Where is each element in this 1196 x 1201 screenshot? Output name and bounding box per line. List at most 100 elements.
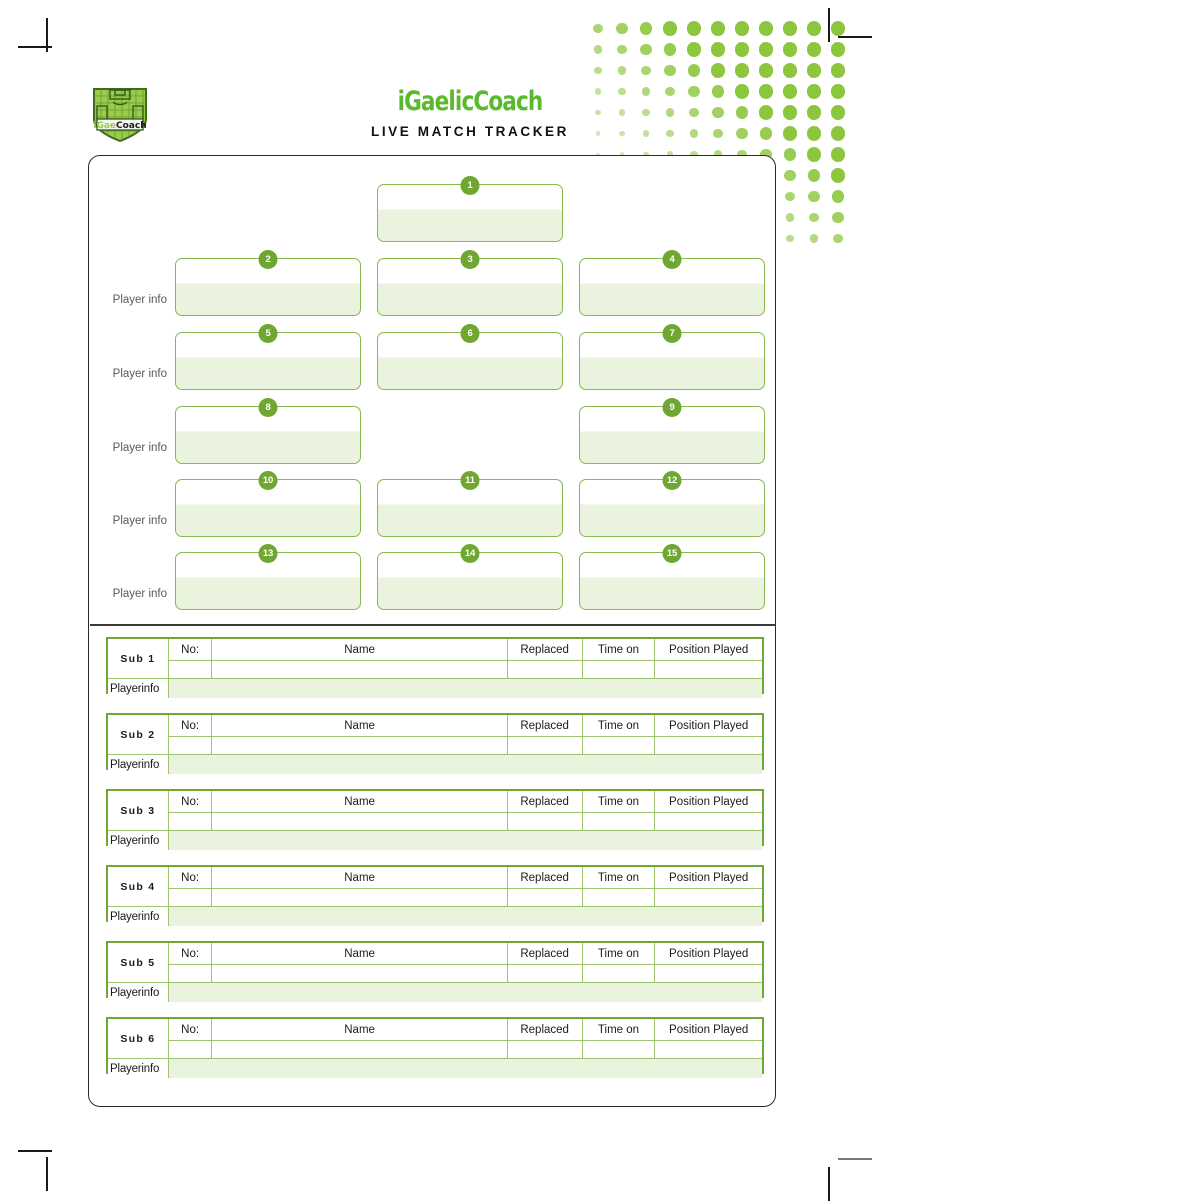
substitute-field-time-on[interactable] — [581, 736, 656, 755]
substitute-field-no[interactable] — [167, 964, 213, 983]
halftone-dot — [686, 42, 702, 57]
halftone-dot — [664, 64, 676, 77]
player-row: 1 — [89, 175, 777, 242]
substitute-field-replaced[interactable] — [506, 1040, 583, 1059]
substitute-label: Sub 6 — [108, 1019, 169, 1059]
halftone-dot — [830, 147, 846, 162]
substitute-player-info-field[interactable] — [167, 754, 762, 774]
substitute-column-header: Replaced — [506, 943, 583, 965]
halftone-dot — [832, 211, 844, 224]
substitute-field-replaced[interactable] — [506, 660, 583, 679]
player-info-label: Player info — [112, 294, 167, 306]
substitute-field-time-on[interactable] — [581, 812, 656, 831]
substitute-field-name[interactable] — [211, 964, 508, 983]
halftone-dot — [710, 21, 726, 36]
substitute-field-time-on[interactable] — [581, 660, 656, 679]
halftone-dot — [830, 63, 846, 78]
halftone-dot — [758, 21, 774, 36]
substitute-field-time-on[interactable] — [581, 888, 656, 907]
halftone-dot — [641, 65, 651, 76]
player-card-12[interactable]: 12 — [579, 470, 765, 537]
substitute-field-no[interactable] — [167, 1040, 213, 1059]
halftone-dot — [782, 63, 798, 78]
halftone-dot — [686, 21, 702, 36]
substitute-column-header: Replaced — [506, 639, 583, 661]
substitute-field-no[interactable] — [167, 660, 213, 679]
substitute-field-name[interactable] — [211, 660, 508, 679]
halftone-dot — [734, 21, 750, 36]
player-number-badge: 1 — [460, 175, 480, 195]
substitute-field-name[interactable] — [211, 1040, 508, 1059]
halftone-dot — [809, 234, 819, 243]
halftone-dot — [830, 42, 846, 57]
substitute-field-replaced[interactable] — [506, 964, 583, 983]
player-card-7[interactable]: 7 — [579, 323, 765, 390]
substitute-column-header: Name — [211, 867, 508, 889]
player-card-2[interactable]: 2 — [175, 249, 361, 316]
substitute-field-time-on[interactable] — [581, 964, 656, 983]
substitute-player-info-field[interactable] — [167, 830, 762, 850]
substitute-field-no[interactable] — [167, 888, 213, 907]
substitute-field-no[interactable] — [167, 812, 213, 831]
halftone-dot — [830, 21, 846, 36]
halftone-dot — [808, 190, 820, 203]
substitute-column-header: No: — [167, 867, 213, 889]
substitute-field-replaced[interactable] — [506, 812, 583, 831]
substitute-column-header: Name — [211, 639, 508, 661]
svg-text:iGaeCoach: iGaeCoach — [93, 121, 146, 131]
substitute-player-info-field[interactable] — [167, 906, 762, 926]
substitute-field-replaced[interactable] — [506, 888, 583, 907]
substitute-field-position-played[interactable] — [654, 888, 762, 907]
substitute-field-position-played[interactable] — [654, 660, 762, 679]
player-card-1[interactable]: 1 — [377, 175, 563, 242]
substitute-column-header: No: — [167, 1019, 213, 1041]
player-card-6[interactable]: 6 — [377, 323, 563, 390]
player-info-label: Player info — [112, 368, 167, 380]
player-info-label: Player info — [112, 588, 167, 600]
halftone-dot — [758, 42, 774, 57]
substitute-field-time-on[interactable] — [581, 1040, 656, 1059]
substitute-player-info-label: Playerinfo — [108, 906, 169, 926]
halftone-dot — [830, 84, 846, 99]
substitute-player-info-field[interactable] — [167, 1058, 762, 1078]
player-card-9[interactable]: 9 — [579, 397, 765, 464]
substitute-field-name[interactable] — [211, 888, 508, 907]
substitute-player-info-field[interactable] — [167, 982, 762, 1002]
player-card-10[interactable]: 10 — [175, 470, 361, 537]
player-number-badge: 10 — [258, 470, 278, 490]
player-card-5[interactable]: 5 — [175, 323, 361, 390]
player-card-8[interactable]: 8 — [175, 397, 361, 464]
player-info-label: Player info — [112, 515, 167, 527]
substitute-field-position-played[interactable] — [654, 736, 762, 755]
player-card-13[interactable]: 13 — [175, 543, 361, 610]
substitute-field-name[interactable] — [211, 812, 508, 831]
halftone-dot — [830, 126, 846, 141]
player-card-4[interactable]: 4 — [579, 249, 765, 316]
halftone-dot — [663, 43, 677, 56]
player-card-3[interactable]: 3 — [377, 249, 563, 316]
player-card-14[interactable]: 14 — [377, 543, 563, 610]
gaelic-pitch-shield-logo-icon: iGaeCoach — [90, 86, 150, 144]
substitute-field-position-played[interactable] — [654, 964, 762, 983]
substitute-label: Sub 4 — [108, 867, 169, 907]
player-number-badge: 11 — [460, 470, 480, 490]
halftone-dot — [806, 84, 822, 99]
substitute-column-header: Position Played — [654, 943, 762, 965]
halftone-dot — [617, 66, 627, 75]
halftone-dot — [831, 190, 845, 203]
player-card-15[interactable]: 15 — [579, 543, 765, 610]
substitute-field-replaced[interactable] — [506, 736, 583, 755]
substitute-field-name[interactable] — [211, 736, 508, 755]
halftone-dot — [710, 42, 726, 57]
player-card-11[interactable]: 11 — [377, 470, 563, 537]
substitute-player-info-field[interactable] — [167, 678, 762, 698]
substitute-column-header: Position Played — [654, 639, 762, 661]
substitute-field-position-played[interactable] — [654, 812, 762, 831]
substitute-field-no[interactable] — [167, 736, 213, 755]
substitute-field-position-played[interactable] — [654, 1040, 762, 1059]
halftone-dot — [758, 63, 774, 78]
